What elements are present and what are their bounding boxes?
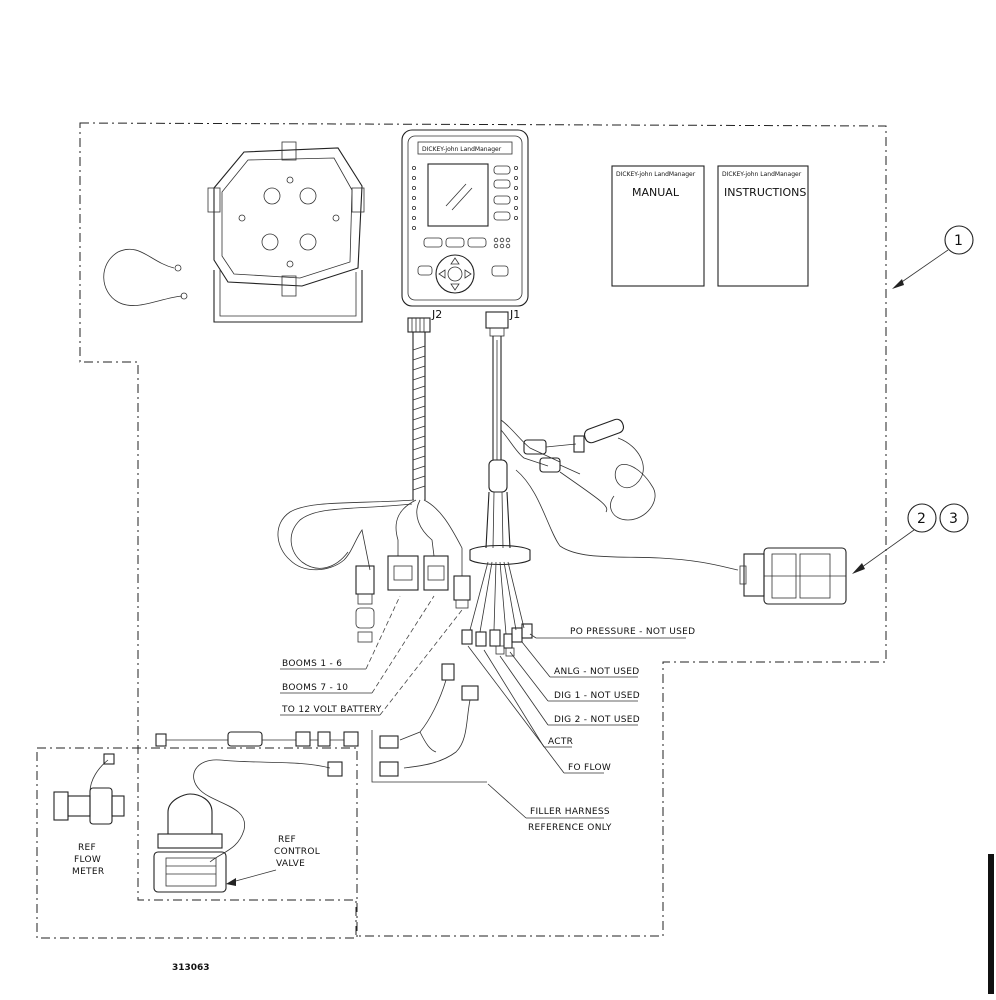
svg-text:1: 1 <box>954 233 963 249</box>
console-side-key-2[interactable] <box>493 179 511 189</box>
reference-control-valve: REF CONTROL VALVE <box>153 759 343 893</box>
callout-2: 2 <box>907 503 937 533</box>
label-filler-harness: FILLER HARNESS REFERENCE ONLY <box>487 783 612 833</box>
svg-text:METER: METER <box>72 867 104 877</box>
manual-booklet: DICKEY-john LandManager MANUAL <box>611 165 705 287</box>
console-side-key-3[interactable] <box>493 195 511 205</box>
label-po-pressure: PO PRESSURE - NOT USED <box>529 627 695 639</box>
label-anlg: ANLG - NOT USED <box>521 641 639 678</box>
console-soft-key-3[interactable] <box>467 237 487 248</box>
svg-text:3: 3 <box>949 511 958 527</box>
reference-flow-meter: REF FLOW METER <box>53 753 125 877</box>
svg-text:ACTR: ACTR <box>548 737 573 747</box>
instructions-brand: DICKEY-john LandManager <box>722 171 802 178</box>
label-booms-1-6: BOOMS 1 - 6 <box>280 595 401 670</box>
console-right-leds <box>514 165 519 220</box>
callout-1: 1 <box>892 225 974 289</box>
figure-number: 313063 <box>172 963 210 973</box>
svg-text:DIG 2 - NOT USED: DIG 2 - NOT USED <box>554 715 640 725</box>
console-brand: DICKEY-john LandManager <box>422 146 502 153</box>
label-actr: ACTR <box>483 649 573 748</box>
svg-text:CONTROL: CONTROL <box>274 847 320 857</box>
svg-text:REF: REF <box>278 835 296 845</box>
filler-harness-boundary <box>371 730 487 783</box>
console-screen <box>427 163 489 227</box>
margin-bar <box>988 854 994 994</box>
svg-text:2: 2 <box>917 511 926 527</box>
console: DICKEY-john LandManager <box>401 129 529 307</box>
svg-text:PO PRESSURE - NOT USED: PO PRESSURE - NOT USED <box>570 627 695 637</box>
console-side-key-1[interactable] <box>493 165 511 175</box>
svg-text:VALVE: VALVE <box>276 859 305 869</box>
svg-text:FLOW: FLOW <box>74 855 101 865</box>
console-side-key-4[interactable] <box>493 211 511 221</box>
label-booms-7-10: BOOMS 7 - 10 <box>280 595 435 694</box>
svg-text:ANLG - NOT USED: ANLG - NOT USED <box>554 667 639 677</box>
round-connector <box>355 565 375 595</box>
console-soft-key-2[interactable] <box>445 237 465 248</box>
svg-text:FILLER HARNESS: FILLER HARNESS <box>530 807 610 817</box>
booms-1-6-connector <box>387 555 419 591</box>
j1-label: J1 <box>509 308 520 321</box>
connector-j1: J1 <box>485 308 520 337</box>
console-left-leds <box>411 165 416 230</box>
callout-3: 3 <box>852 503 969 574</box>
filler-harness <box>379 663 479 777</box>
console-dpad[interactable] <box>435 254 475 294</box>
kit-boundary <box>79 122 887 937</box>
sensor-probe <box>583 418 625 444</box>
svg-text:BOOMS 1 - 6: BOOMS 1 - 6 <box>282 659 342 669</box>
reference-boundary <box>36 747 358 939</box>
label-dig2: DIG 2 - NOT USED <box>499 655 640 726</box>
label-battery: TO 12 VOLT BATTERY <box>280 609 463 716</box>
flow-meter <box>739 547 847 605</box>
connector-j2: J2 <box>407 308 442 333</box>
manual-title: MANUAL <box>632 186 680 199</box>
mounting-bracket <box>207 141 365 323</box>
sensor-harness <box>461 336 739 657</box>
manual-brand: DICKEY-john LandManager <box>616 171 696 178</box>
console-indicator-dots <box>493 237 511 249</box>
boom-harness <box>277 332 471 643</box>
svg-text:TO 12 VOLT BATTERY: TO 12 VOLT BATTERY <box>281 705 382 715</box>
svg-text:DIG 1 - NOT USED: DIG 1 - NOT USED <box>554 691 640 701</box>
console-key-left[interactable] <box>417 265 433 276</box>
ground-cable <box>103 248 188 306</box>
label-dig1: DIG 1 - NOT USED <box>509 651 640 702</box>
svg-text:FO FLOW: FO FLOW <box>568 763 611 773</box>
j2-label: J2 <box>431 308 442 321</box>
svg-text:REF: REF <box>78 843 96 853</box>
instructions-title: INSTRUCTIONS <box>724 186 806 199</box>
svg-text:BOOMS 7 - 10: BOOMS 7 - 10 <box>282 683 348 693</box>
battery-connector <box>453 575 471 601</box>
booms-7-10-connector <box>423 555 449 591</box>
reference-cable <box>155 731 359 747</box>
console-key-right[interactable] <box>491 265 509 277</box>
svg-text:REFERENCE ONLY: REFERENCE ONLY <box>528 823 612 833</box>
instructions-booklet: DICKEY-john LandManager INSTRUCTIONS <box>717 165 809 287</box>
label-fo-flow: FO FLOW <box>467 645 611 774</box>
console-soft-key-1[interactable] <box>423 237 443 248</box>
